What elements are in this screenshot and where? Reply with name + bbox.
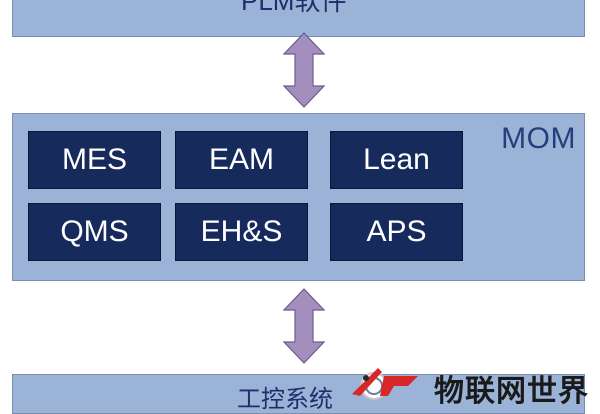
module-aps: APS <box>330 203 463 261</box>
module-qms: QMS <box>28 203 161 261</box>
double-arrow-icon <box>283 288 325 364</box>
watermark: 物联网世界 <box>348 360 600 408</box>
top-layer-box: PLM软件 <box>12 0 585 37</box>
bottom-layer-label: 工控系统 <box>237 386 333 413</box>
double-arrow-icon <box>283 32 325 108</box>
module-ehs: EH&S <box>175 203 308 261</box>
module-eam: EAM <box>175 131 308 189</box>
top-layer-label: PLM软件 <box>241 0 347 16</box>
mom-layer-box: MOM MES EAM Lean QMS EH&S APS <box>12 113 585 281</box>
module-mes: MES <box>28 131 161 189</box>
watermark-text: 物联网世界 <box>434 375 589 408</box>
module-lean: Lean <box>330 131 463 189</box>
mom-label: MOM <box>501 122 576 155</box>
watermark-logo-icon <box>352 368 418 400</box>
